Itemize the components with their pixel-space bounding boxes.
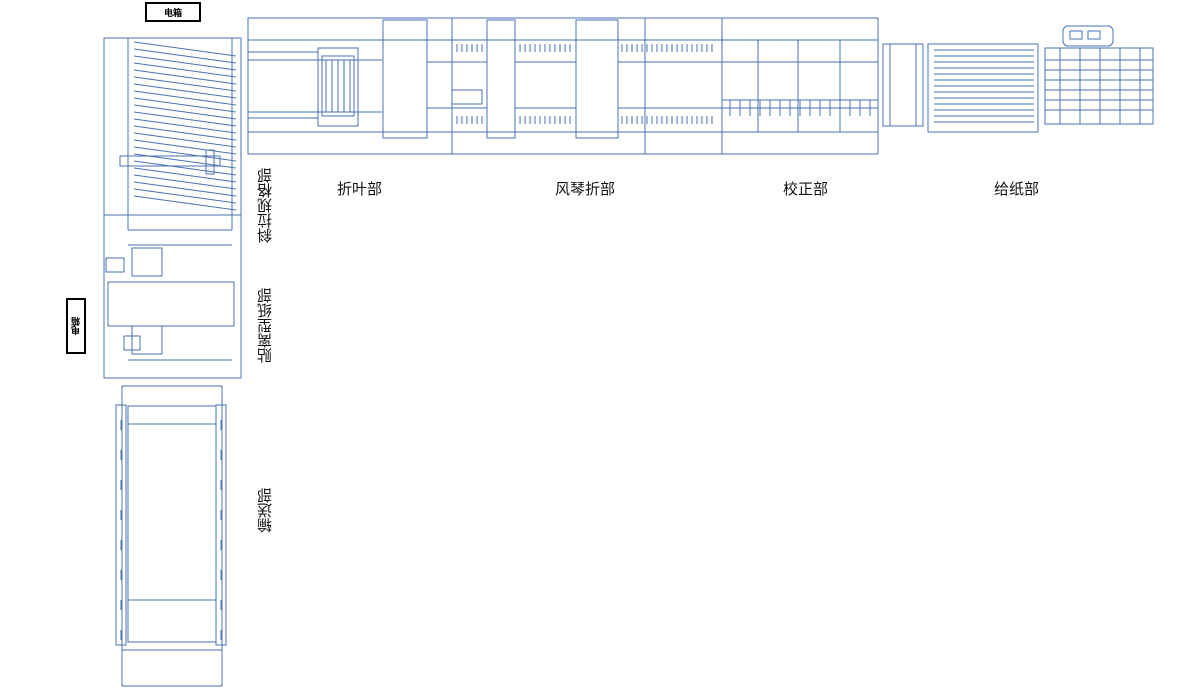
electrical-box-top-label: 电箱 xyxy=(163,8,182,19)
section-label-conveying: 输送部 xyxy=(256,488,274,533)
gasket-paper-unit xyxy=(105,229,235,361)
feeding-unit xyxy=(882,25,1154,133)
section-label-gasket-paper: 贴离型纸部 xyxy=(256,288,274,363)
section-label-accordion-fold: 风琴折部 xyxy=(555,180,616,198)
electrical-box-left-label: 电箱 xyxy=(71,317,82,335)
section-label-diagonal-pull: 斜拉规格部 xyxy=(256,168,274,243)
section-label-folding: 折叶部 xyxy=(337,180,383,198)
electrical-box-top: 电箱 xyxy=(145,2,201,22)
folding-unit xyxy=(247,47,382,127)
horizontal-line-frame xyxy=(247,17,879,155)
conveyor-unit xyxy=(115,385,227,687)
section-label-feeding: 给纸部 xyxy=(994,180,1040,198)
alignment-unit xyxy=(722,40,878,132)
press-blocks xyxy=(382,19,722,139)
electrical-box-left: 电箱 xyxy=(66,298,86,354)
section-label-alignment: 校正部 xyxy=(783,180,829,198)
diagonal-pull-unit xyxy=(103,37,242,379)
comb-teeth xyxy=(451,44,713,124)
